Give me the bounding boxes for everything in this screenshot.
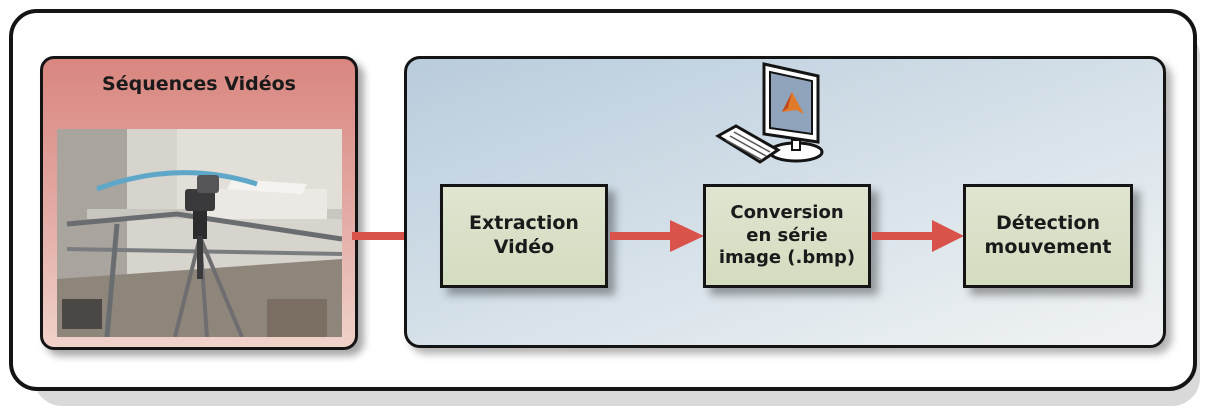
video-sequences-panel: Séquences Vidéos — [40, 56, 358, 350]
keyboard-icon — [715, 124, 781, 164]
arrow-extraction-to-conversion — [610, 220, 704, 252]
video-panel-title: Séquences Vidéos — [102, 73, 296, 95]
step-extraction-label: Extraction Vidéo — [469, 212, 579, 258]
camera-tripod-photo — [57, 129, 342, 337]
arrow-conversion-to-detection — [872, 220, 964, 252]
step-conversion-image: Conversion en série image (.bmp) — [703, 184, 871, 288]
matlab-logo-icon — [782, 92, 804, 114]
step-detection-label: Détection mouvement — [984, 212, 1112, 258]
computer-monitor-icon — [715, 62, 824, 164]
step-detection-mouvement: Détection mouvement — [963, 184, 1133, 288]
step-conversion-label: Conversion en série image (.bmp) — [718, 202, 856, 269]
step-extraction-video: Extraction Vidéo — [440, 184, 608, 288]
